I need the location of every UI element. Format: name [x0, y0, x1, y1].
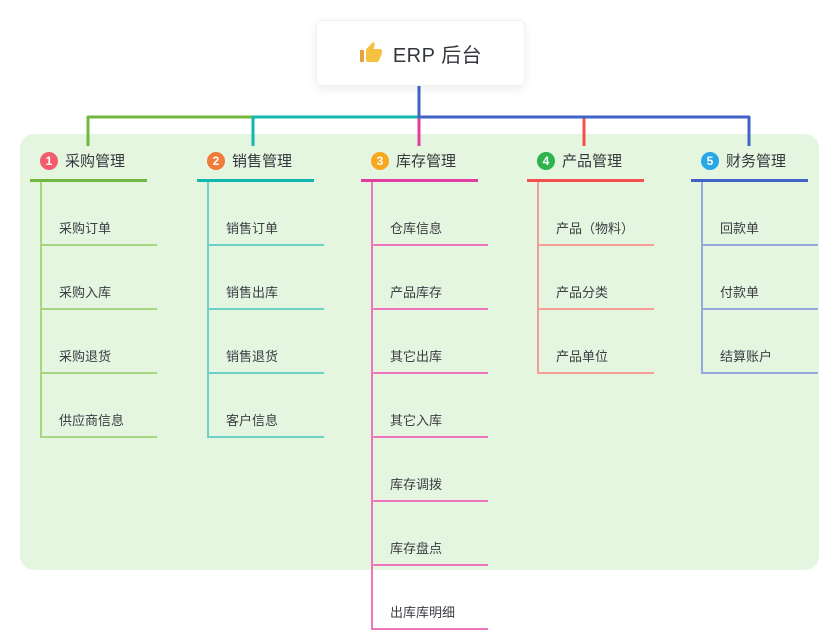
branch-label: 采购管理	[65, 153, 126, 170]
thumbs-up-icon	[359, 42, 382, 62]
branch-node[interactable]: 1 采购管理	[30, 146, 147, 182]
branch-children: 回款单付款单结算账户	[701, 182, 818, 374]
branch-column-5: 5 财务管理 回款单付款单结算账户	[691, 146, 818, 374]
child-node[interactable]: 结算账户	[703, 310, 818, 374]
mindmap-background-panel	[20, 134, 819, 570]
branch-label: 产品管理	[562, 153, 623, 170]
branch-index-badge: 3	[371, 151, 389, 170]
root-node-title: ERP 后台	[392, 44, 483, 67]
child-node[interactable]: 销售订单	[209, 182, 324, 246]
child-node[interactable]: 回款单	[703, 182, 818, 246]
branch-index-badge: 4	[537, 151, 555, 170]
branch-index-badge: 1	[40, 151, 58, 170]
child-node[interactable]: 采购订单	[42, 182, 157, 246]
child-node[interactable]: 采购退货	[42, 310, 157, 374]
child-node[interactable]: 其它出库	[373, 310, 488, 374]
branch-column-3: 3 库存管理 仓库信息产品库存其它出库其它入库库存调拨库存盘点出库库明细	[361, 146, 488, 630]
branch-column-1: 1 采购管理 采购订单采购入库采购退货供应商信息	[30, 146, 157, 438]
child-node[interactable]: 库存调拨	[373, 438, 488, 502]
branch-label: 库存管理	[396, 153, 457, 170]
child-node[interactable]: 产品单位	[539, 310, 654, 374]
child-node[interactable]: 其它入库	[373, 374, 488, 438]
branch-label: 财务管理	[726, 153, 787, 170]
branch-children: 销售订单销售出库销售退货客户信息	[207, 182, 324, 438]
branch-index-badge: 2	[207, 151, 225, 170]
branch-children: 产品（物料）产品分类产品单位	[537, 182, 654, 374]
branch-children: 仓库信息产品库存其它出库其它入库库存调拨库存盘点出库库明细	[371, 182, 488, 630]
root-node-erp[interactable]: ERP 后台	[316, 20, 525, 86]
branch-node[interactable]: 4 产品管理	[527, 146, 644, 182]
branch-node[interactable]: 5 财务管理	[691, 146, 808, 182]
child-node[interactable]: 产品（物料）	[539, 182, 654, 246]
child-node[interactable]: 仓库信息	[373, 182, 488, 246]
child-node[interactable]: 付款单	[703, 246, 818, 310]
child-node[interactable]: 供应商信息	[42, 374, 157, 438]
branch-node[interactable]: 2 销售管理	[197, 146, 314, 182]
child-node[interactable]: 产品分类	[539, 246, 654, 310]
child-node[interactable]: 销售退货	[209, 310, 324, 374]
branch-index-badge: 5	[701, 151, 719, 170]
child-node[interactable]: 出库库明细	[373, 566, 488, 630]
child-node[interactable]: 库存盘点	[373, 502, 488, 566]
branch-node[interactable]: 3 库存管理	[361, 146, 478, 182]
branch-column-4: 4 产品管理 产品（物料）产品分类产品单位	[527, 146, 654, 374]
branch-label: 销售管理	[232, 153, 293, 170]
child-node[interactable]: 采购入库	[42, 246, 157, 310]
child-node[interactable]: 客户信息	[209, 374, 324, 438]
child-node[interactable]: 销售出库	[209, 246, 324, 310]
branch-column-2: 2 销售管理 销售订单销售出库销售退货客户信息	[197, 146, 324, 438]
child-node[interactable]: 产品库存	[373, 246, 488, 310]
branch-children: 采购订单采购入库采购退货供应商信息	[40, 182, 157, 438]
